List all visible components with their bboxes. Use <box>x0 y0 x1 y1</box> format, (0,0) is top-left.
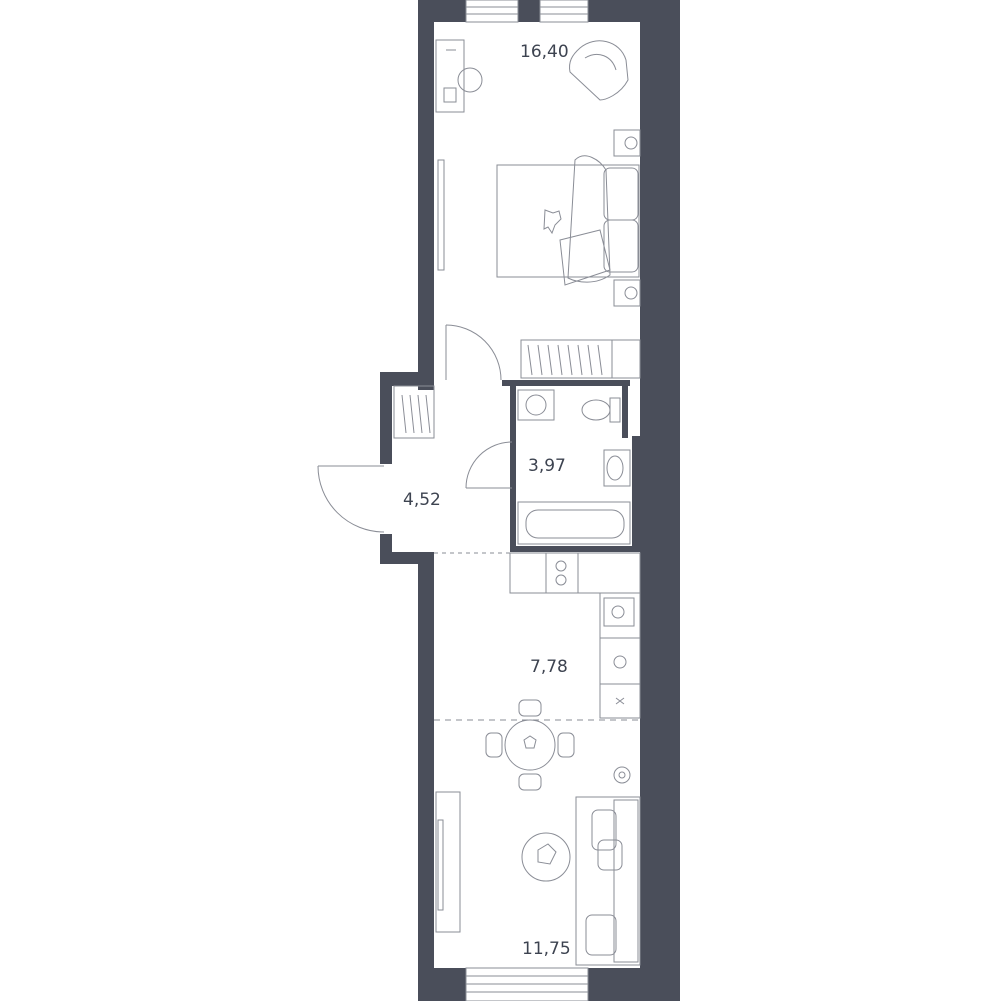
area-label-kitchen: 7,78 <box>530 657 568 677</box>
wall-top-right <box>588 0 644 22</box>
plant-icon <box>613 766 631 784</box>
window-top-right <box>539 0 589 23</box>
living-furniture <box>435 699 641 966</box>
door-bedroom <box>445 324 502 381</box>
area-label-bathroom: 3,97 <box>528 456 566 476</box>
sink-icon <box>603 449 631 487</box>
wall-top-left <box>418 0 466 22</box>
room-labels: 16,40 3,97 4,52 7,78 11,75 <box>403 42 571 959</box>
wall-top-mid <box>518 0 540 22</box>
wardrobe-icon <box>520 339 641 379</box>
windows <box>465 0 589 1001</box>
bedroom-furniture <box>435 39 641 379</box>
kitchen-furniture <box>509 552 641 719</box>
hallway-furniture <box>393 385 435 439</box>
toilet-icon <box>581 397 621 423</box>
door-bathroom <box>465 441 513 489</box>
washing-machine-icon <box>517 389 555 421</box>
doors <box>317 324 640 721</box>
wall-hall-top <box>380 372 434 386</box>
walls <box>380 0 680 1001</box>
wall-left-lower <box>418 552 434 1001</box>
wall-bottom-left <box>418 968 466 1001</box>
stove-icon <box>509 552 641 594</box>
armchair-icon <box>569 40 629 101</box>
area-label-hallway: 4,52 <box>403 490 441 510</box>
bathtub-icon <box>517 501 631 545</box>
wall-bath-right <box>622 380 628 438</box>
desk-icon <box>435 39 483 113</box>
tv-stand-icon <box>435 791 461 933</box>
wall-bath-right-b <box>632 436 640 552</box>
wall-bath-bottom <box>510 546 640 552</box>
nightstand-icon <box>613 129 641 307</box>
window-bottom <box>465 967 589 1001</box>
door-entrance <box>317 465 385 533</box>
area-label-bedroom: 16,40 <box>520 42 569 62</box>
wall-bottom-right <box>588 968 644 1001</box>
coffee-table-icon <box>521 832 571 882</box>
wall-right <box>640 0 680 1001</box>
kitchen-counter-icon <box>599 592 641 719</box>
wall-bath-top <box>502 380 630 386</box>
bathroom-fixtures <box>517 389 631 545</box>
hanger-icon <box>393 385 435 439</box>
wall-left-upper <box>418 0 434 390</box>
area-label-living-room: 11,75 <box>522 939 571 959</box>
window-top-left <box>465 0 519 23</box>
wall-bath-left <box>510 380 516 552</box>
mirror-icon <box>437 159 445 271</box>
sofa-icon <box>575 796 641 966</box>
bed-icon <box>496 155 640 286</box>
dining-table-icon <box>485 699 575 791</box>
wall-hall-left-top <box>380 372 392 464</box>
